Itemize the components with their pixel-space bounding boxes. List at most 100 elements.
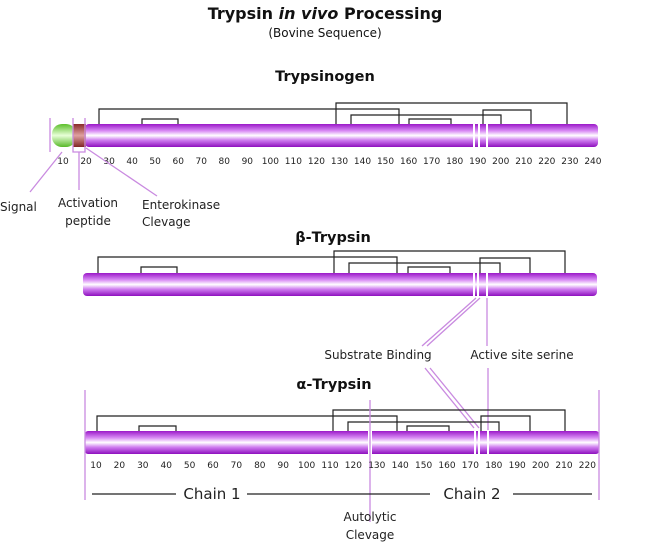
substrate-pointer-1: [421, 297, 477, 347]
tick-label: 60: [172, 157, 184, 167]
disulfide-bond: [333, 250, 566, 273]
enterokinase-clevage-label: Clevage: [142, 215, 191, 229]
substrate-pointer-2: [426, 297, 481, 347]
tick-label: 30: [103, 157, 115, 167]
disulfide-bond: [480, 415, 531, 431]
tick-label: 180: [485, 461, 502, 471]
tick-label: 30: [137, 461, 149, 471]
trypsinogen-tick-labels: 10 20 30 40 50 60 70 80 90 100 110 120 130 140 150 160 1…: [57, 157, 602, 167]
trypsinogen-disulfide-bonds: [98, 102, 568, 124]
chain2-label: Chain 2: [443, 485, 500, 503]
site-mark: [473, 124, 475, 147]
site-mark: [477, 273, 479, 296]
enterokinase-label: Enterokinase: [142, 198, 220, 212]
alpha-trypsin-label: α-Trypsin: [296, 377, 371, 393]
alpha-trypsin-bar: [85, 431, 599, 454]
alpha-site-marks: [474, 431, 489, 454]
tick-label: 80: [219, 157, 231, 167]
disulfide-bond: [335, 102, 568, 124]
tick-label: 170: [462, 461, 479, 471]
trypsinogen-label: Trypsinogen: [275, 69, 375, 85]
tick-label: 80: [254, 461, 266, 471]
tick-label: 150: [415, 461, 432, 471]
signal-segment: [52, 124, 76, 147]
site-mark: [486, 273, 488, 296]
tick-label: 50: [184, 461, 196, 471]
tick-label: 160: [438, 461, 455, 471]
tick-label: 130: [368, 461, 385, 471]
tick-label: 90: [242, 157, 254, 167]
tick-label: 130: [331, 157, 348, 167]
tick-label: 120: [345, 461, 362, 471]
tick-label: 110: [321, 461, 338, 471]
tick-label: 160: [400, 157, 417, 167]
beta-site-marks: [473, 273, 488, 296]
trypsinogen-site-marks: [473, 124, 488, 147]
tick-label: 10: [90, 461, 102, 471]
activation-label: Activation: [58, 196, 118, 210]
site-mark: [478, 431, 480, 454]
tick-label: 70: [231, 461, 243, 471]
tick-label: 190: [509, 461, 526, 471]
disulfide-bond: [408, 118, 452, 124]
tick-label: 20: [80, 157, 92, 167]
disulfide-bond: [96, 415, 398, 431]
substrate-pointer-alpha-2: [429, 367, 480, 429]
disulfide-bond: [138, 425, 177, 431]
tick-label: 140: [354, 157, 371, 167]
tick-label: 220: [538, 157, 555, 167]
tick-label: 10: [57, 157, 69, 167]
chain1-label: Chain 1: [183, 485, 240, 503]
tick-label: 20: [114, 461, 126, 471]
autolytic-label: Autolytic: [344, 510, 397, 524]
beta-trypsin-bar: [83, 273, 597, 296]
tick-label: 190: [469, 157, 486, 167]
tick-label: 140: [392, 461, 409, 471]
tick-label: 100: [298, 461, 315, 471]
tick-label: 120: [308, 157, 325, 167]
disulfide-bond: [348, 262, 501, 273]
signal-label: Signal: [0, 200, 37, 214]
disulfide-bond: [479, 257, 531, 273]
tick-label: 110: [285, 157, 302, 167]
site-mark: [486, 124, 488, 147]
tick-label: 180: [446, 157, 463, 167]
tick-label: 150: [377, 157, 394, 167]
disulfide-bond: [140, 266, 178, 273]
disulfide-bond: [141, 118, 179, 124]
tick-label: 230: [561, 157, 578, 167]
alpha-tick-labels: 10 20 30 40 50 60 70 80 90 100 110 120 130 140 150 160 1…: [90, 461, 596, 471]
site-mark: [478, 124, 480, 147]
tick-label: 40: [160, 461, 172, 471]
disulfide-bond: [407, 266, 451, 273]
tick-label: 240: [584, 157, 601, 167]
tick-label: 50: [149, 157, 161, 167]
tick-label: 210: [555, 461, 572, 471]
enterokinase-pointer: [85, 147, 158, 197]
disulfide-bond: [97, 256, 398, 273]
disulfide-bond: [347, 421, 500, 431]
active-site-serine-label: Active site serine: [470, 348, 573, 362]
disulfide-bond: [482, 109, 532, 124]
substrate-binding-label: Substrate Binding: [324, 348, 431, 362]
page-title: Trypsin in vivo Processing: [208, 4, 443, 23]
tick-label: 100: [262, 157, 279, 167]
tick-label: 220: [579, 461, 596, 471]
site-mark: [473, 273, 475, 296]
beta-disulfide-bonds: [97, 250, 566, 273]
signal-pointer: [29, 151, 63, 193]
disulfide-bond: [332, 409, 566, 431]
tick-label: 60: [207, 461, 219, 471]
disulfide-bond: [98, 108, 400, 124]
site-mark: [487, 431, 489, 454]
page-subtitle: (Bovine Sequence): [268, 26, 381, 40]
substrate-pointer-alpha-1: [424, 367, 475, 429]
activation-peptide-segment: [73, 124, 86, 147]
tick-label: 70: [196, 157, 208, 167]
tick-label: 200: [492, 157, 509, 167]
alpha-disulfide-bonds: [96, 409, 566, 431]
tick-label: 40: [126, 157, 138, 167]
tick-label: 170: [423, 157, 440, 167]
tick-label: 90: [277, 461, 289, 471]
